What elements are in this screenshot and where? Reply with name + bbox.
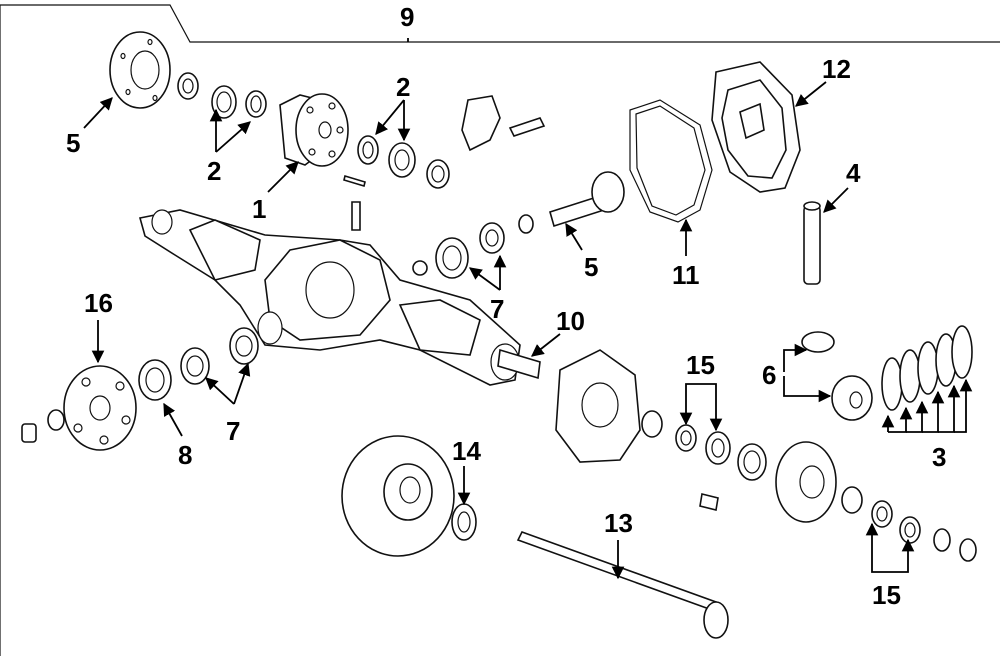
axle-housing bbox=[138, 209, 521, 386]
part-10-shaft-stub bbox=[497, 348, 541, 380]
part-3-clutch-discs bbox=[881, 325, 973, 411]
callout-16: 16 bbox=[84, 288, 113, 318]
part-4-pin bbox=[803, 201, 821, 285]
callout-3: 3 bbox=[932, 442, 946, 472]
part-15-bearings-lower bbox=[841, 486, 977, 562]
callout-15-upper: 15 bbox=[686, 350, 715, 380]
callout-8: 8 bbox=[178, 440, 192, 470]
callout-labels: 9 5 2 1 2 12 4 5 11 7 10 16 8 7 15 6 14 … bbox=[66, 2, 946, 610]
callout-14: 14 bbox=[452, 436, 481, 466]
callout-12: 12 bbox=[822, 54, 851, 84]
callout-15-lower: 15 bbox=[872, 580, 901, 610]
part-7-bearings-center bbox=[412, 214, 534, 279]
part-7-bearings-lower bbox=[180, 327, 259, 385]
callout-6: 6 bbox=[762, 360, 776, 390]
callout-5-pinion: 5 bbox=[584, 252, 598, 282]
part-8-seal bbox=[138, 359, 172, 401]
callout-5-top: 5 bbox=[66, 128, 80, 158]
part-small-bolts bbox=[343, 174, 366, 231]
part-13-axle-shaft bbox=[516, 531, 729, 639]
callout-13: 13 bbox=[604, 508, 633, 538]
part-backing-plate bbox=[555, 349, 641, 463]
part-16-flange bbox=[21, 365, 137, 451]
callout-11: 11 bbox=[672, 260, 700, 290]
callout-4: 4 bbox=[846, 158, 861, 188]
callout-7-lower: 7 bbox=[226, 416, 240, 446]
part-bearing-cap bbox=[461, 95, 546, 152]
part-12-cover bbox=[711, 61, 801, 193]
part-5-plate bbox=[109, 31, 171, 109]
part-11-gasket bbox=[629, 99, 713, 223]
callout-7-upper: 7 bbox=[490, 294, 504, 324]
part-6-side-gears bbox=[801, 331, 873, 421]
leader-lines bbox=[83, 38, 973, 580]
part-1-differential-case bbox=[279, 93, 349, 167]
part-15-bearings-upper bbox=[641, 410, 767, 481]
assembly-frame bbox=[0, 4, 1000, 43]
part-hub bbox=[699, 441, 837, 523]
callout-2-center: 2 bbox=[396, 72, 410, 102]
callout-1: 1 bbox=[252, 194, 266, 224]
part-small-rings-top-left bbox=[177, 72, 267, 119]
part-brake-rotor bbox=[341, 435, 455, 557]
part-5-pinion bbox=[549, 171, 625, 228]
part-14-lock-plate bbox=[451, 503, 477, 541]
callout-10: 10 bbox=[556, 306, 585, 336]
callout-2-left: 2 bbox=[207, 156, 221, 186]
part-2-bearings-top bbox=[357, 135, 450, 189]
callout-9: 9 bbox=[400, 2, 414, 32]
